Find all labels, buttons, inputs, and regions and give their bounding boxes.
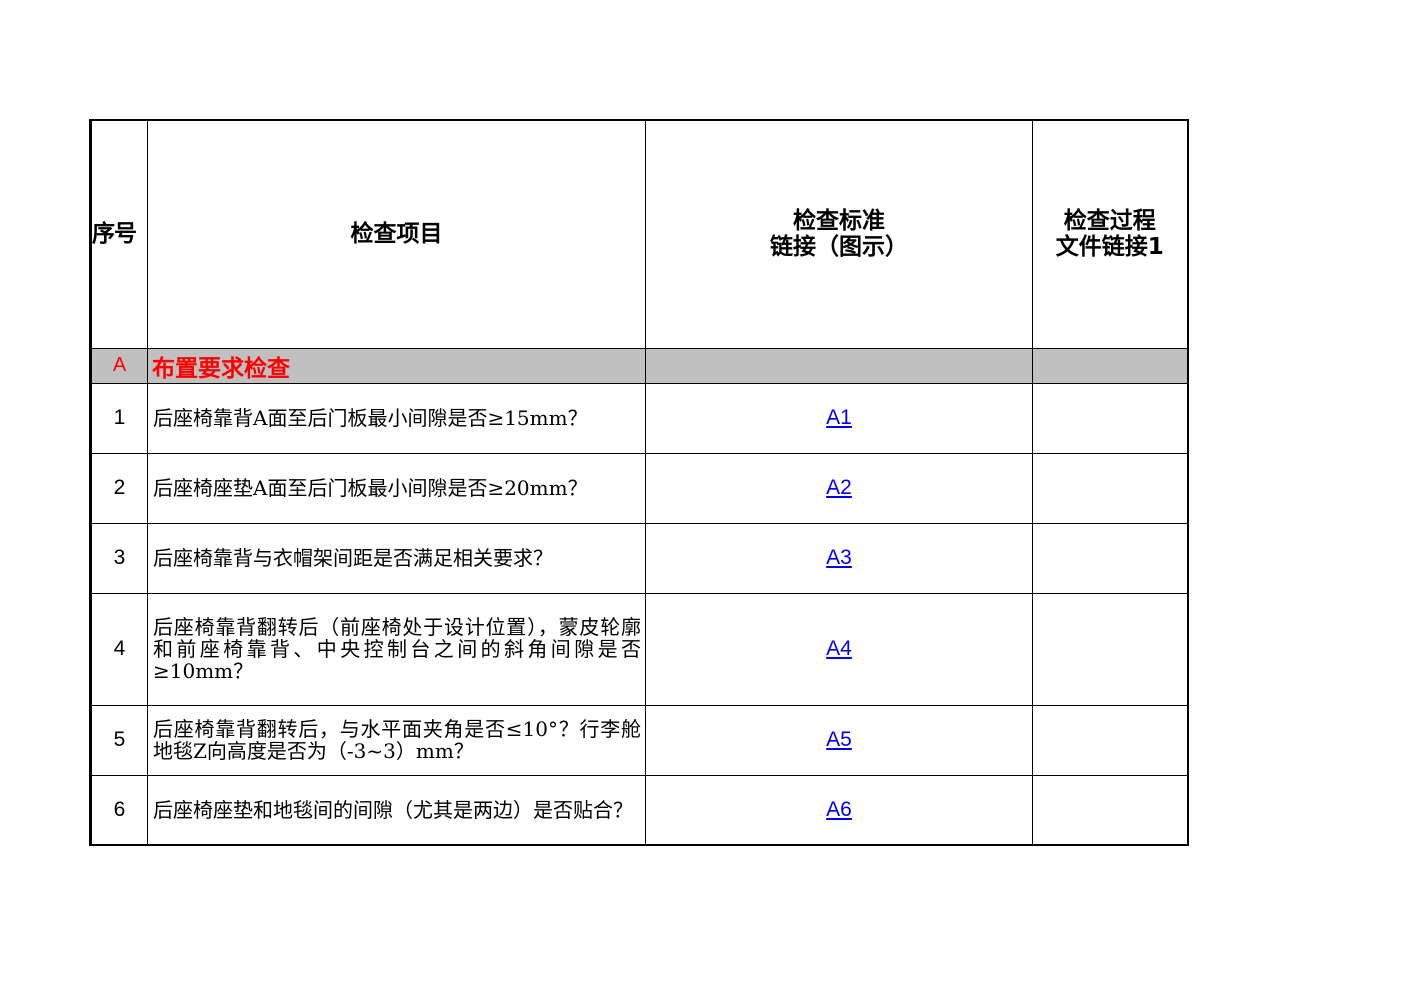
- standard-link-cell: A1: [645, 382, 1033, 454]
- item-cell[interactable]: 后座椅靠背A面至后门板最小间隙是否≥15mm？: [147, 382, 646, 454]
- standard-link[interactable]: A6: [826, 797, 852, 821]
- header-process-line1: 检查过程: [1063, 208, 1156, 235]
- standard-link-cell: A3: [645, 522, 1033, 594]
- standard-link-cell: A6: [645, 774, 1033, 846]
- header-seq[interactable]: 序号: [89, 119, 148, 349]
- item-text: 后座椅靠背翻转后（前座椅处于设计位置），蒙皮轮廓和前座椅靠背、中央控制台之间的斜…: [153, 615, 641, 683]
- header-process[interactable]: 检查过程 文件链接1: [1032, 119, 1189, 349]
- seq-value: 3: [113, 546, 126, 569]
- seq-value: 2: [113, 476, 126, 499]
- section-title: 布置要求检查: [152, 355, 290, 382]
- process-cell[interactable]: [1032, 704, 1189, 776]
- process-cell[interactable]: [1032, 452, 1189, 524]
- process-cell[interactable]: [1032, 382, 1189, 454]
- standard-link[interactable]: A3: [826, 546, 852, 569]
- table-row: 6 后座椅座垫和地毯间的间隙（尤其是两边）是否贴合？ A6: [89, 774, 1189, 846]
- header-item[interactable]: 检查项目: [147, 119, 646, 349]
- table-row: 2 后座椅座垫A面至后门板最小间隙是否≥20mm？ A2: [89, 452, 1189, 524]
- header-seq-label: 序号: [92, 221, 138, 248]
- section-label-cell[interactable]: A: [89, 347, 148, 384]
- item-cell[interactable]: 后座椅靠背翻转后（前座椅处于设计位置），蒙皮轮廓和前座椅靠背、中央控制台之间的斜…: [147, 592, 646, 706]
- item-text: 后座椅座垫A面至后门板最小间隙是否≥20mm？: [153, 476, 588, 500]
- process-cell[interactable]: [1032, 522, 1189, 594]
- header-row: 序号 检查项目 检查标准 链接（图示） 检查过程 文件链接1: [89, 119, 1189, 349]
- seq-cell[interactable]: 3: [89, 522, 148, 594]
- seq-value: 4: [113, 637, 126, 660]
- seq-value: 5: [113, 728, 126, 751]
- standard-link[interactable]: A1: [826, 406, 852, 429]
- standard-link[interactable]: A2: [826, 476, 852, 499]
- table-row: 3 后座椅靠背与衣帽架间距是否满足相关要求？ A3: [89, 522, 1189, 594]
- seq-cell[interactable]: 1: [89, 382, 148, 454]
- header-standard-line1: 检查标准: [793, 208, 885, 235]
- item-text: 后座椅靠背A面至后门板最小间隙是否≥15mm？: [153, 406, 588, 430]
- process-cell[interactable]: [1032, 774, 1189, 846]
- item-cell[interactable]: 后座椅座垫和地毯间的间隙（尤其是两边）是否贴合？: [147, 774, 646, 846]
- header-standard-line2: 链接（图示）: [770, 234, 908, 261]
- section-title-cell[interactable]: 布置要求检查: [147, 347, 646, 384]
- seq-cell[interactable]: 2: [89, 452, 148, 524]
- standard-link[interactable]: A5: [826, 728, 852, 751]
- seq-value: 6: [113, 797, 126, 821]
- header-item-label: 检查项目: [350, 221, 443, 248]
- item-cell[interactable]: 后座椅靠背翻转后，与水平面夹角是否≤10°？行李舱地毯Z向高度是否为（-3~3）…: [147, 704, 646, 776]
- item-text: 后座椅座垫和地毯间的间隙（尤其是两边）是否贴合？: [153, 797, 633, 822]
- item-cell[interactable]: 后座椅座垫A面至后门板最小间隙是否≥20mm？: [147, 452, 646, 524]
- item-text: 后座椅靠背翻转后，与水平面夹角是否≤10°？行李舱地毯Z向高度是否为（-3~3）…: [153, 717, 641, 763]
- section-label: A: [112, 354, 127, 376]
- seq-cell[interactable]: 4: [89, 592, 148, 706]
- item-text: 后座椅靠背与衣帽架间距是否满足相关要求？: [153, 546, 553, 570]
- inspection-table: 序号 检查项目 检查标准 链接（图示） 检查过程 文件链接1 A 布置要求检查 …: [89, 119, 1189, 846]
- standard-link-cell: A5: [645, 704, 1033, 776]
- section-standard-cell[interactable]: [645, 347, 1033, 384]
- table-row: 4 后座椅靠背翻转后（前座椅处于设计位置），蒙皮轮廓和前座椅靠背、中央控制台之间…: [89, 592, 1189, 706]
- table-row: 1 后座椅靠背A面至后门板最小间隙是否≥15mm？ A1: [89, 382, 1189, 454]
- seq-cell[interactable]: 6: [89, 774, 148, 846]
- item-cell[interactable]: 后座椅靠背与衣帽架间距是否满足相关要求？: [147, 522, 646, 594]
- standard-link[interactable]: A4: [826, 637, 852, 660]
- seq-value: 1: [113, 406, 126, 429]
- standard-link-cell: A2: [645, 452, 1033, 524]
- header-standard[interactable]: 检查标准 链接（图示）: [645, 119, 1033, 349]
- standard-link-cell: A4: [645, 592, 1033, 706]
- process-cell[interactable]: [1032, 592, 1189, 706]
- table-row: 5 后座椅靠背翻转后，与水平面夹角是否≤10°？行李舱地毯Z向高度是否为（-3~…: [89, 704, 1189, 776]
- section-row: A 布置要求检查: [89, 347, 1189, 384]
- section-process-cell[interactable]: [1032, 347, 1189, 384]
- seq-cell[interactable]: 5: [89, 704, 148, 776]
- header-process-line2: 文件链接1: [1055, 234, 1164, 261]
